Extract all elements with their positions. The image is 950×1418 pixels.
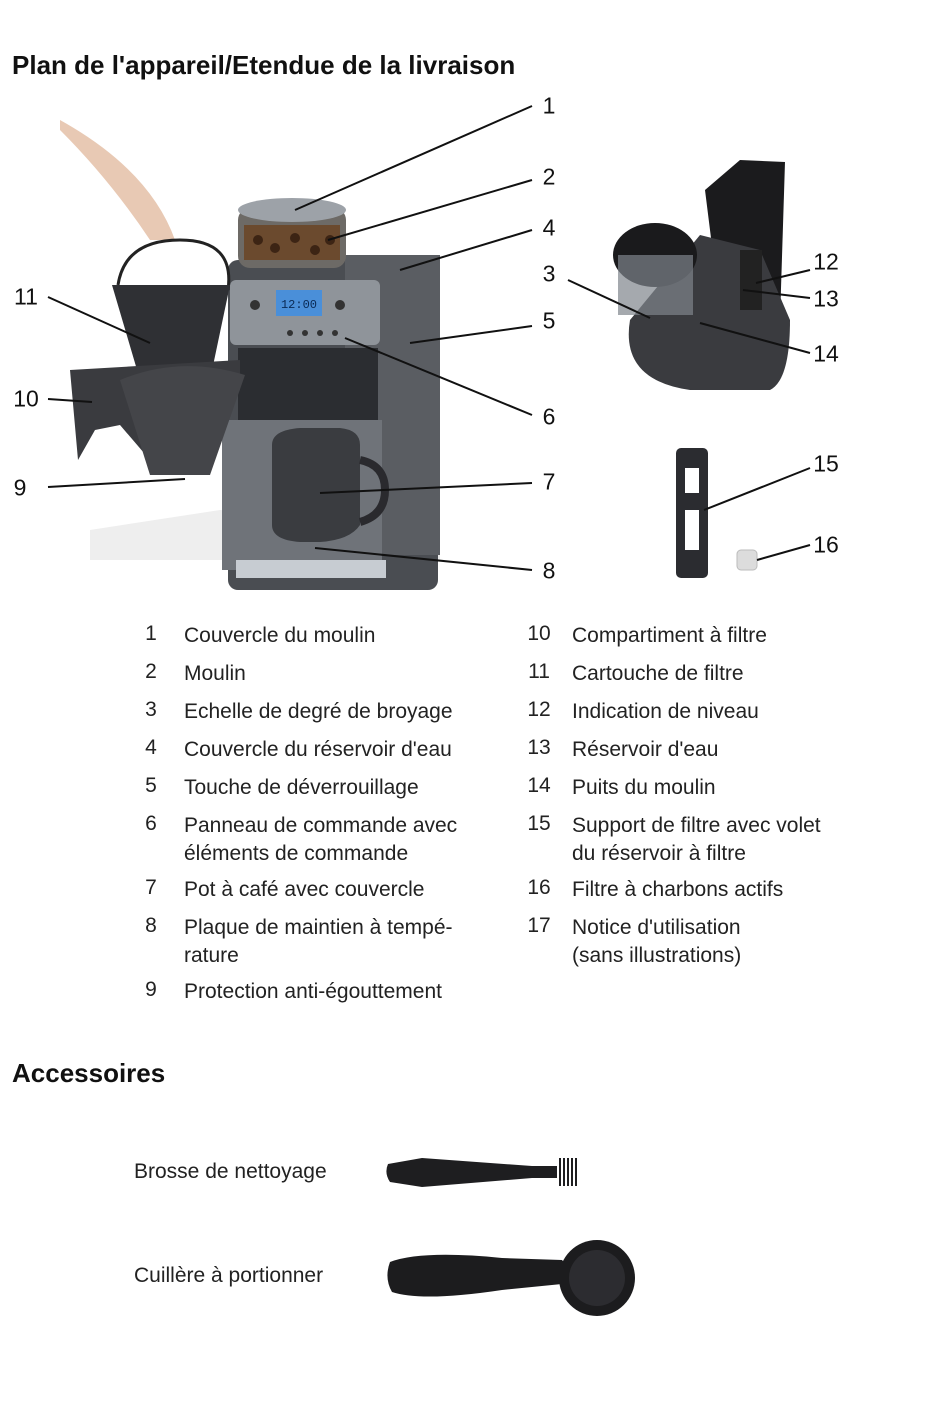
callout-12: 12	[813, 248, 839, 275]
display-time: 12:00	[281, 298, 317, 312]
legend-text: Puits du moulin	[572, 776, 716, 799]
brush-icon	[386, 1158, 577, 1187]
callout-16: 16	[813, 531, 839, 558]
callout-15: 15	[813, 450, 839, 477]
legend-text: Filtre à charbons actifs	[572, 878, 784, 901]
callout-11: 11	[14, 283, 38, 310]
legend-num: 4	[145, 736, 157, 759]
accessory-label-brush: Brosse de nettoyage	[134, 1160, 327, 1183]
callout-1: 1	[542, 92, 556, 119]
legend-num: 13	[527, 736, 551, 759]
legend-num: 15	[527, 812, 551, 835]
legend-text: Support de filtre avec volet du réservoi…	[572, 814, 821, 865]
page-title: Plan de l'appareil/Etendue de la livrais…	[12, 50, 516, 80]
legend-num: 9	[145, 978, 157, 1001]
legend-text: Panneau de commande avec éléments de com…	[184, 814, 458, 865]
legend-num: 16	[527, 876, 551, 899]
legend-num: 2	[145, 660, 157, 683]
callout-9: 9	[13, 474, 27, 501]
measuring-spoon-icon	[387, 1240, 635, 1316]
water-tank-image	[613, 160, 790, 390]
callout-8: 8	[542, 557, 556, 584]
legend-text: Compartiment à filtre	[572, 624, 767, 647]
accessory-label-spoon: Cuillère à portionner	[134, 1264, 324, 1287]
legend-text: Protection anti-égouttement	[184, 980, 442, 1003]
legend-text: Touche de déverrouillage	[184, 776, 419, 799]
legend-num: 8	[145, 914, 157, 937]
legend-text: Pot à café avec couvercle	[184, 878, 425, 901]
appliance-diagram: 12:00	[0, 90, 950, 610]
callout-4: 4	[542, 214, 556, 241]
accessories-heading: Accessoires	[12, 1058, 166, 1088]
legend-text: Couvercle du réservoir d'eau	[184, 738, 452, 761]
callout-14: 14	[813, 340, 839, 367]
legend-num: 1	[145, 622, 157, 645]
legend-text: Cartouche de filtre	[572, 662, 744, 685]
legend-text: Moulin	[184, 662, 246, 685]
legend-right: 10 Compartiment à filtre 11 Cartouche de f…	[524, 622, 924, 982]
legend-num: 10	[527, 622, 551, 645]
callout-3: 3	[542, 260, 556, 287]
callout-7: 7	[542, 468, 556, 495]
callout-13: 13	[813, 285, 839, 312]
legend-text: Réservoir d'eau	[572, 738, 719, 761]
legend-num: 5	[145, 774, 157, 797]
legend-num: 14	[527, 774, 551, 797]
legend-num: 17	[527, 914, 551, 937]
legend-text: Notice d'utilisation (sans illustrations…	[572, 916, 742, 967]
legend-text: Couvercle du moulin	[184, 624, 376, 647]
callout-6: 6	[542, 403, 556, 430]
legend-num: 11	[528, 660, 550, 683]
callout-5: 5	[542, 307, 556, 334]
filter-basket-image	[60, 120, 245, 475]
legend-num: 3	[145, 698, 157, 721]
legend-num: 12	[527, 698, 551, 721]
callout-2: 2	[542, 163, 556, 190]
charcoal-filter-image	[736, 549, 758, 571]
appliance-illustration: 12:00	[47, 105, 811, 590]
legend-text: Plaque de maintien à tempé-rature	[184, 916, 453, 967]
legend-text: Echelle de degré de broyage	[184, 700, 453, 723]
legend-text: Indication de niveau	[572, 700, 759, 723]
legend-num: 7	[145, 876, 157, 899]
legend-left: 1 Couvercle du moulin 2 Moulin 3 Echelle de…	[136, 622, 516, 1012]
leader-lines	[47, 105, 811, 571]
coffee-machine-image: 12:00	[222, 198, 440, 590]
legend-num: 6	[145, 812, 157, 835]
callout-10: 10	[13, 385, 39, 412]
filter-holder-image	[676, 448, 708, 578]
